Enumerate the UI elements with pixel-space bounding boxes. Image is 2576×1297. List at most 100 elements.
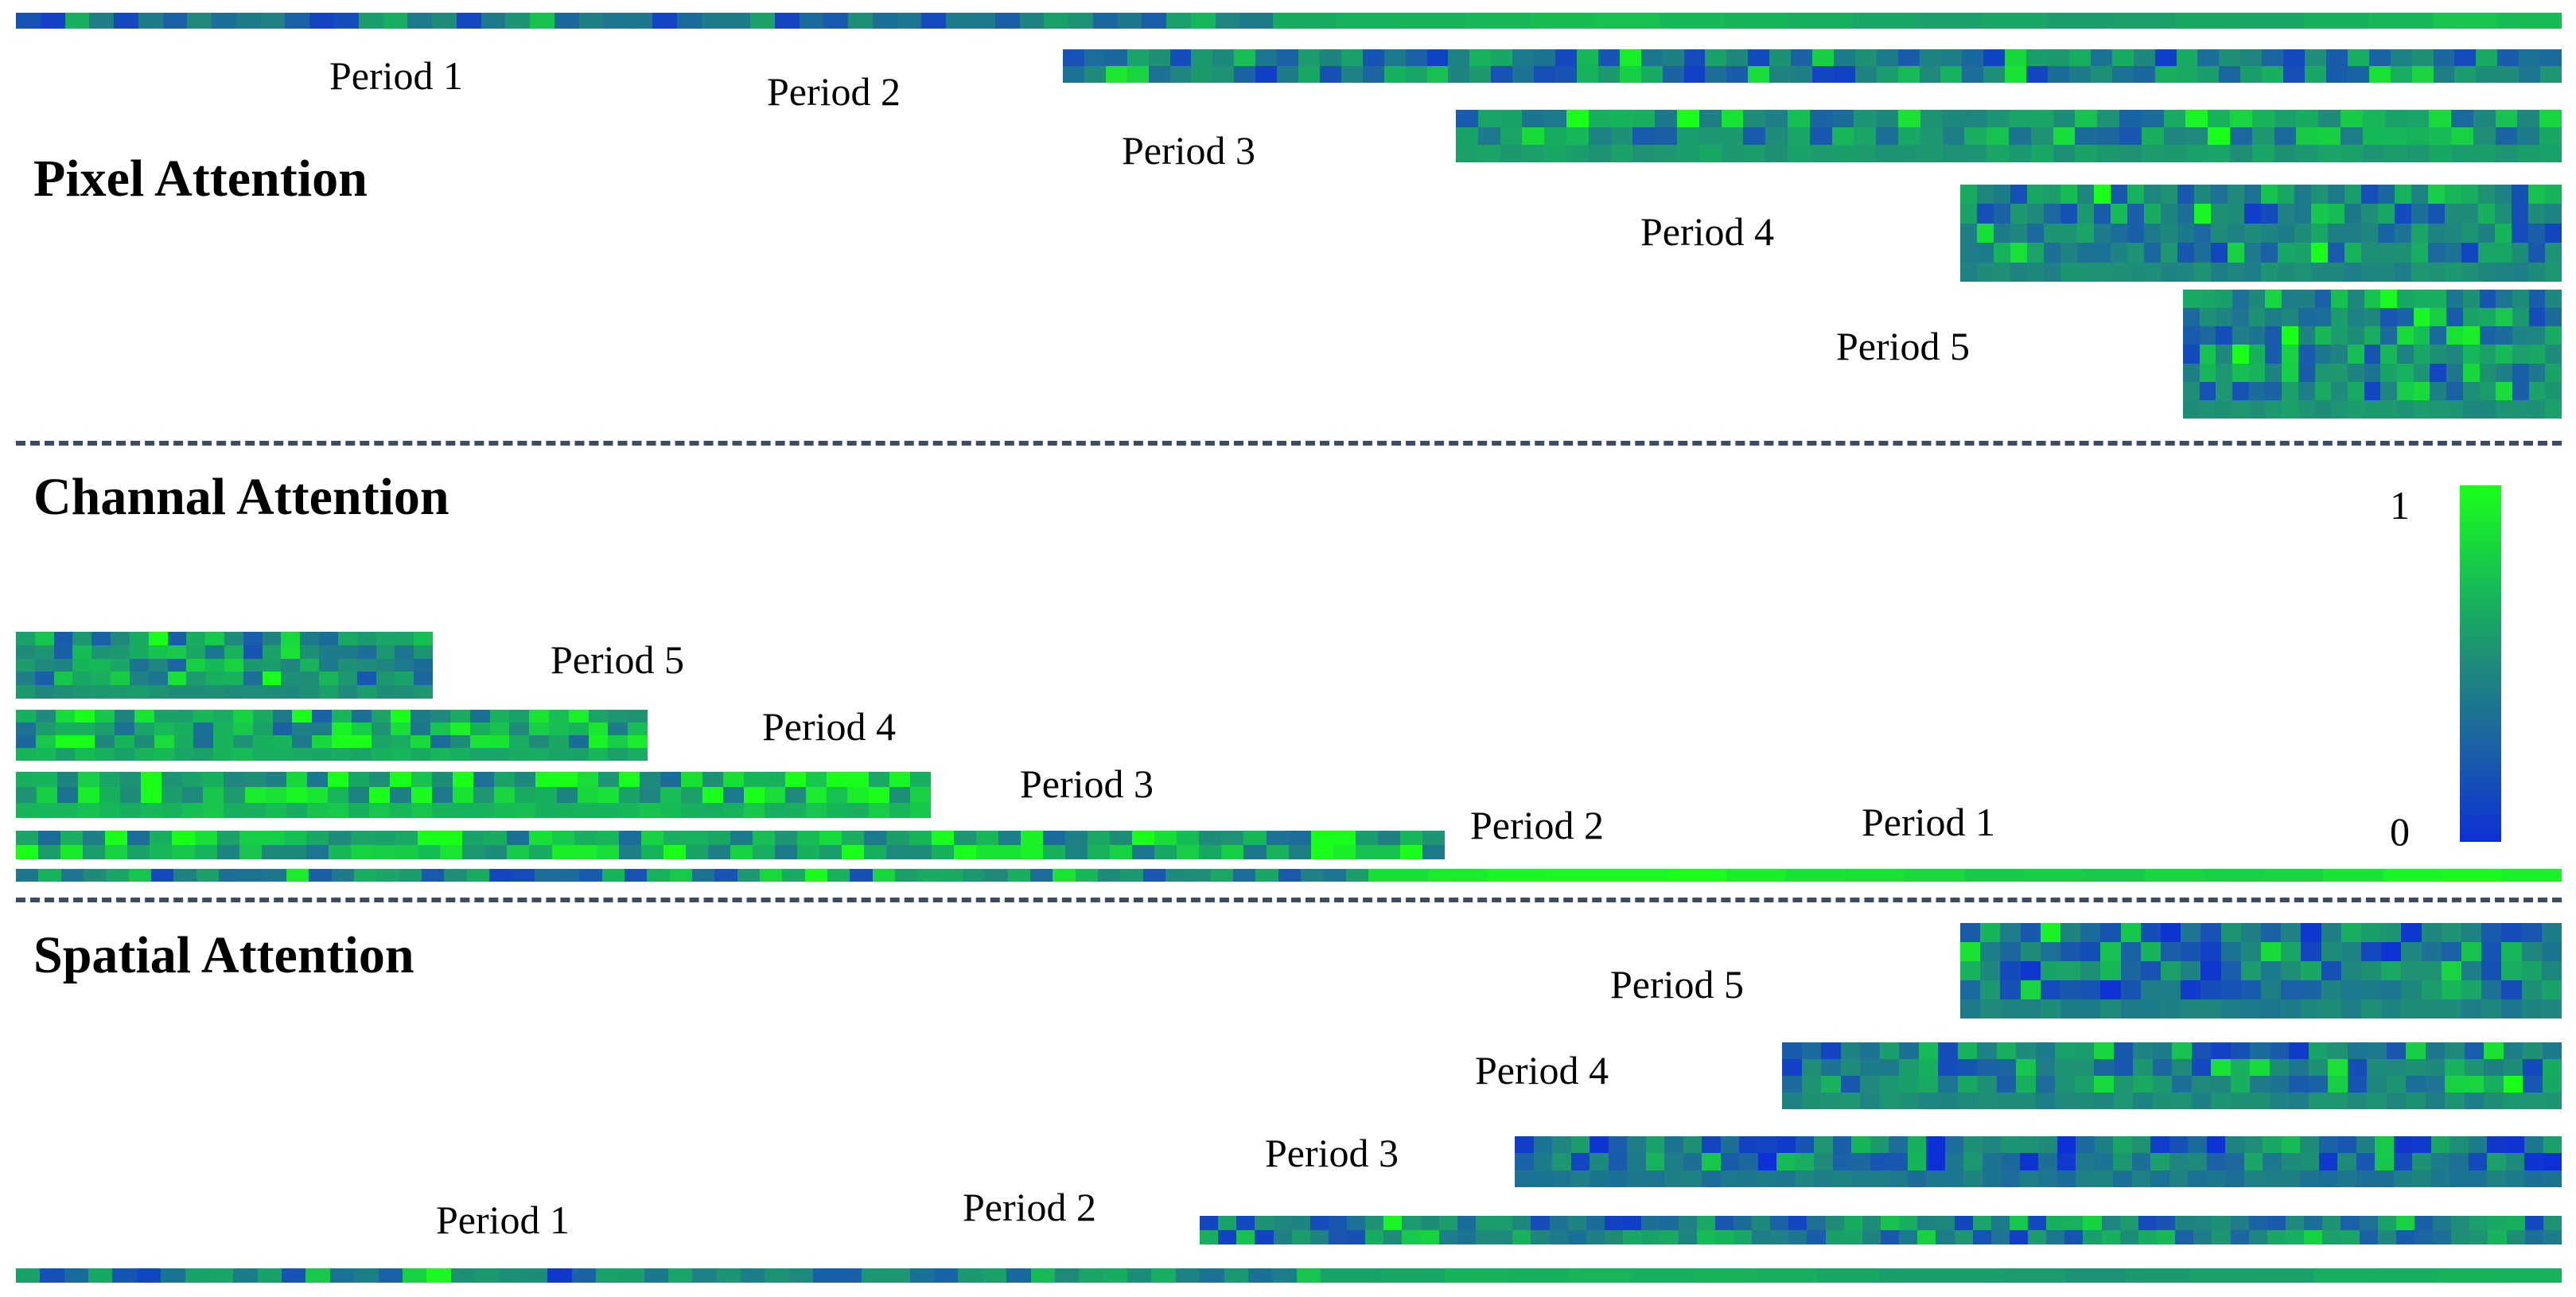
heatmap-cell — [2337, 1136, 2356, 1154]
heatmap-cell — [953, 831, 976, 845]
heatmap-cell — [2250, 1076, 2270, 1093]
heatmap-cell — [91, 632, 111, 645]
heatmap-cell — [568, 723, 589, 735]
heatmap-cell — [1236, 1230, 1255, 1244]
heatmap-cell — [2289, 1059, 2309, 1076]
heatmap-cell — [2361, 185, 2378, 204]
heatmap-cell — [369, 772, 391, 788]
heatmap-cell — [2281, 923, 2302, 942]
heatmap-cell — [1549, 1216, 1568, 1230]
heatmap-cell — [2496, 381, 2512, 400]
heatmap-cell — [2461, 923, 2482, 942]
heatmap-cell — [285, 13, 310, 29]
heatmap-cell — [91, 658, 111, 672]
heatmap-cell — [239, 831, 262, 845]
heatmap-cell — [2311, 223, 2328, 243]
heatmap-cell — [241, 869, 264, 882]
heatmap-cell — [1243, 845, 1267, 859]
heatmap-cell — [1960, 262, 1977, 282]
heatmap-cell — [1721, 145, 1744, 162]
heatmap-cell — [2120, 999, 2141, 1019]
heatmap-cell — [2261, 980, 2282, 999]
heatmap-cell — [2274, 145, 2297, 162]
heatmap-cell — [391, 748, 411, 761]
heatmap-cell — [1831, 145, 1854, 162]
heatmap-cell — [2328, 1076, 2348, 1093]
heatmap-cell — [244, 802, 266, 818]
spatial-period1-label: Period 1 — [436, 1198, 570, 1242]
heatmap-cell — [262, 685, 282, 699]
heatmap-cell — [2010, 204, 2027, 224]
heatmap-cell — [75, 748, 95, 761]
heatmap-cell — [1876, 127, 1898, 145]
heatmap-cell — [1982, 1170, 2001, 1187]
heatmap-cell — [431, 787, 453, 803]
heatmap-cell — [2060, 204, 2077, 224]
heatmap-cell — [1030, 1268, 1055, 1283]
heatmap-cell — [963, 869, 986, 882]
heatmap-cell — [99, 787, 120, 803]
heatmap-cell — [91, 685, 111, 699]
heatmap-cell — [2428, 262, 2445, 282]
heatmap-cell — [1977, 1076, 1997, 1093]
heatmap-cell — [426, 1268, 451, 1283]
heatmap-cell — [660, 802, 682, 818]
heatmap-cell — [2101, 1216, 2120, 1230]
heatmap-cell — [2545, 262, 2562, 282]
heatmap-cell — [2220, 942, 2241, 961]
heatmap-cell — [57, 787, 79, 803]
heatmap-cell — [2208, 127, 2230, 145]
heatmap-cell — [1595, 13, 1660, 29]
heatmap-cell — [1977, 1059, 1997, 1076]
heatmap-cell — [946, 13, 971, 29]
heatmap-cell — [376, 632, 395, 645]
heatmap-cell — [2265, 381, 2282, 400]
heatmap-cell — [628, 748, 648, 761]
heatmap-cell — [1456, 110, 1478, 127]
heatmap-cell — [806, 802, 827, 818]
heatmap-cell — [1337, 13, 1402, 29]
heatmap-cell — [2040, 942, 2060, 961]
heatmap-cell — [2150, 1153, 2169, 1170]
heatmap-cell — [753, 845, 776, 859]
heatmap-cell — [2501, 961, 2522, 980]
heatmap-cell — [1962, 49, 1984, 66]
heatmap-cell — [1221, 831, 1244, 845]
heatmap-cell — [1980, 942, 2001, 961]
heatmap-cell — [1567, 1216, 1586, 1230]
heatmap-cell — [1986, 110, 2009, 127]
heatmap-cell — [750, 13, 775, 29]
heatmap-cell — [2322, 1216, 2341, 1230]
heatmap-cell — [466, 869, 489, 882]
heatmap-cell — [1533, 1136, 1552, 1154]
heatmap-cell — [2318, 1136, 2337, 1154]
heatmap-cell — [2501, 999, 2522, 1019]
heatmap-cell — [2048, 49, 2069, 66]
heatmap-cell — [2064, 1216, 2084, 1230]
heatmap-cell — [2521, 999, 2542, 1019]
heatmap-cell — [329, 1268, 355, 1283]
heatmap-cell — [2340, 110, 2363, 127]
heatmap-cell — [2020, 923, 2041, 942]
heatmap-cell — [2301, 980, 2321, 999]
heatmap-cell — [1328, 1230, 1348, 1244]
heatmap-cell — [2057, 1170, 2076, 1187]
heatmap-cell — [399, 869, 422, 882]
heatmap-cell — [312, 710, 332, 723]
heatmap-cell — [1383, 49, 1406, 66]
heatmap-cell — [1298, 49, 1320, 66]
heatmap-cell — [2177, 185, 2194, 204]
heatmap-cell — [2468, 1153, 2487, 1170]
heatmap-cell — [148, 658, 168, 672]
heatmap-cell — [115, 748, 134, 761]
heatmap-cell — [356, 672, 376, 686]
heatmap-cell — [2204, 869, 2263, 882]
pixel-period1-heatmap-tail — [1273, 13, 2562, 29]
heatmap-cell — [2305, 49, 2326, 66]
heatmap-cell — [578, 13, 604, 29]
heatmap-cell — [1977, 204, 1994, 224]
heatmap-cell — [2364, 326, 2381, 345]
heatmap-cell — [2347, 363, 2364, 382]
heatmap-cell — [827, 802, 848, 818]
heatmap-cell — [292, 735, 313, 748]
